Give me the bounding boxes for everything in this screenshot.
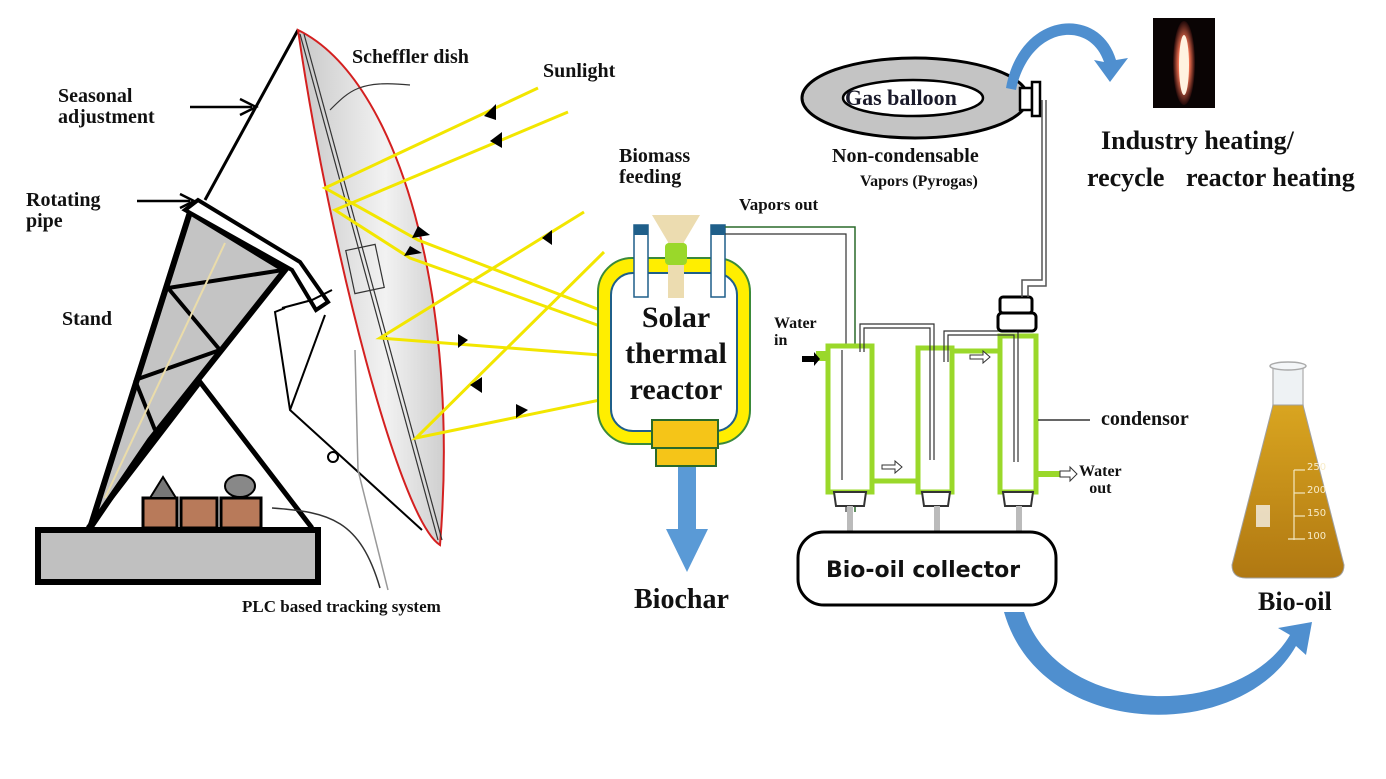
- label-non-condensable: Non-condensable: [832, 145, 979, 167]
- gas-line: [1021, 100, 1047, 297]
- label-line: Biomass: [619, 145, 691, 167]
- plc-tracking-unit: [141, 474, 263, 530]
- label-condensor: condensor: [1101, 408, 1189, 430]
- bio-oil-arrow: [1004, 612, 1312, 715]
- tilted-truss: [87, 207, 290, 530]
- rotating-pipe: [181, 197, 331, 313]
- label-gas-balloon: Gas balloon: [845, 85, 957, 110]
- label-rotating-pipe: Rotating pipe: [26, 190, 100, 232]
- flask-scale-150: 150: [1307, 508, 1327, 519]
- label-sunlight: Sunlight: [543, 60, 616, 82]
- base-platform: [35, 527, 321, 585]
- label-water-out: Water out: [1079, 463, 1122, 498]
- label-biochar: Biochar: [634, 584, 729, 615]
- label-stand: Stand: [62, 308, 113, 330]
- stand-frame: [35, 29, 423, 591]
- sun-rays: [321, 86, 606, 441]
- label-industry-heating: Industry heating/: [1101, 126, 1294, 155]
- scheffler-dish: [296, 28, 445, 547]
- label-line: feeding: [619, 166, 682, 188]
- label-plc-tracking: PLC based tracking system: [242, 597, 441, 616]
- gas-balloon: [800, 56, 1042, 140]
- label-bio-oil-collector: Bio-oil collector: [826, 558, 1021, 583]
- label-line: Seasonal: [58, 85, 133, 107]
- label-line: reactor: [629, 373, 723, 406]
- flask-scale-250: 250: [1307, 462, 1327, 473]
- label-line: in: [774, 331, 788, 349]
- flask-scale-200: 200: [1307, 485, 1327, 496]
- label-reactor: Solar thermal reactor: [606, 300, 746, 408]
- label-vapors-out: Vapors out: [739, 195, 819, 214]
- label-line: Water: [774, 315, 817, 332]
- label-recycle: recycle: [1087, 163, 1165, 192]
- label-line: pipe: [26, 210, 63, 232]
- label-water-in: Water in: [774, 315, 817, 350]
- label-line: Water: [1079, 463, 1122, 480]
- flame-image: [1153, 18, 1215, 108]
- label-scheffler-dish: Scheffler dish: [352, 46, 469, 68]
- label-line: Solar: [641, 301, 711, 334]
- pyrogas-arrow: [1006, 23, 1128, 90]
- label-line: Rotating: [26, 189, 101, 211]
- solar-thermal-reactor: [597, 215, 751, 467]
- label-seasonal-adjustment: Seasonal adjustment: [58, 86, 155, 128]
- label-line: thermal: [625, 337, 727, 370]
- label-bio-oil: Bio-oil: [1258, 587, 1332, 616]
- flask-scale-100: 100: [1307, 531, 1327, 542]
- biochar-arrow: [666, 467, 708, 572]
- label-reactor-heating: reactor heating: [1186, 163, 1355, 192]
- label-line: out: [1089, 479, 1112, 497]
- label-biomass-feeding: Biomass feeding: [619, 146, 690, 188]
- label-vapors-pyrogas: Vapors (Pyrogas): [860, 173, 978, 190]
- label-line: adjustment: [58, 106, 155, 128]
- ray-arrowheads: [404, 104, 552, 418]
- condenser: [802, 295, 1090, 536]
- bio-oil-collector: [796, 530, 1058, 607]
- seasonal-rod: [203, 29, 300, 201]
- bio-oil-flask: [1231, 361, 1345, 579]
